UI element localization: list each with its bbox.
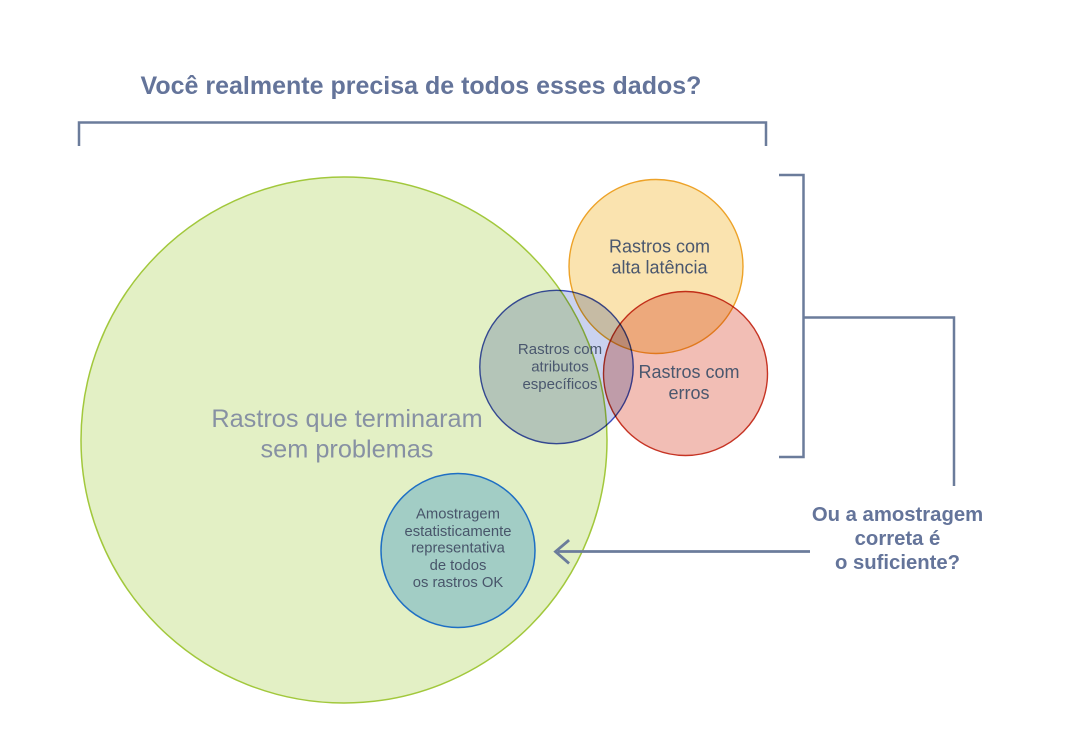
- svg-text:Rastros com: Rastros com: [609, 237, 710, 257]
- svg-text:Rastros que terminaram: Rastros que terminaram: [211, 405, 482, 433]
- svg-text:alta latência: alta latência: [611, 258, 708, 278]
- svg-text:Rastros com: Rastros com: [638, 362, 739, 382]
- svg-text:Amostragem: Amostragem: [416, 507, 500, 523]
- svg-text:erros: erros: [668, 383, 709, 403]
- svg-text:de todos: de todos: [430, 558, 487, 574]
- svg-text:estatisticamente: estatisticamente: [405, 524, 512, 540]
- svg-text:os rastros OK: os rastros OK: [413, 575, 504, 591]
- svg-text:o suficiente?: o suficiente?: [835, 552, 960, 574]
- svg-text:atributos: atributos: [531, 359, 589, 376]
- svg-text:específicos: específicos: [522, 376, 597, 393]
- svg-text:representativa: representativa: [411, 541, 506, 557]
- svg-text:sem problemas: sem problemas: [261, 436, 434, 464]
- svg-text:Você realmente precisa de todo: Você realmente precisa de todos esses da…: [141, 72, 702, 100]
- svg-text:Rastros com: Rastros com: [518, 341, 602, 358]
- svg-text:Ou a amostragem: Ou a amostragem: [812, 504, 983, 526]
- svg-text:correta é: correta é: [855, 528, 941, 550]
